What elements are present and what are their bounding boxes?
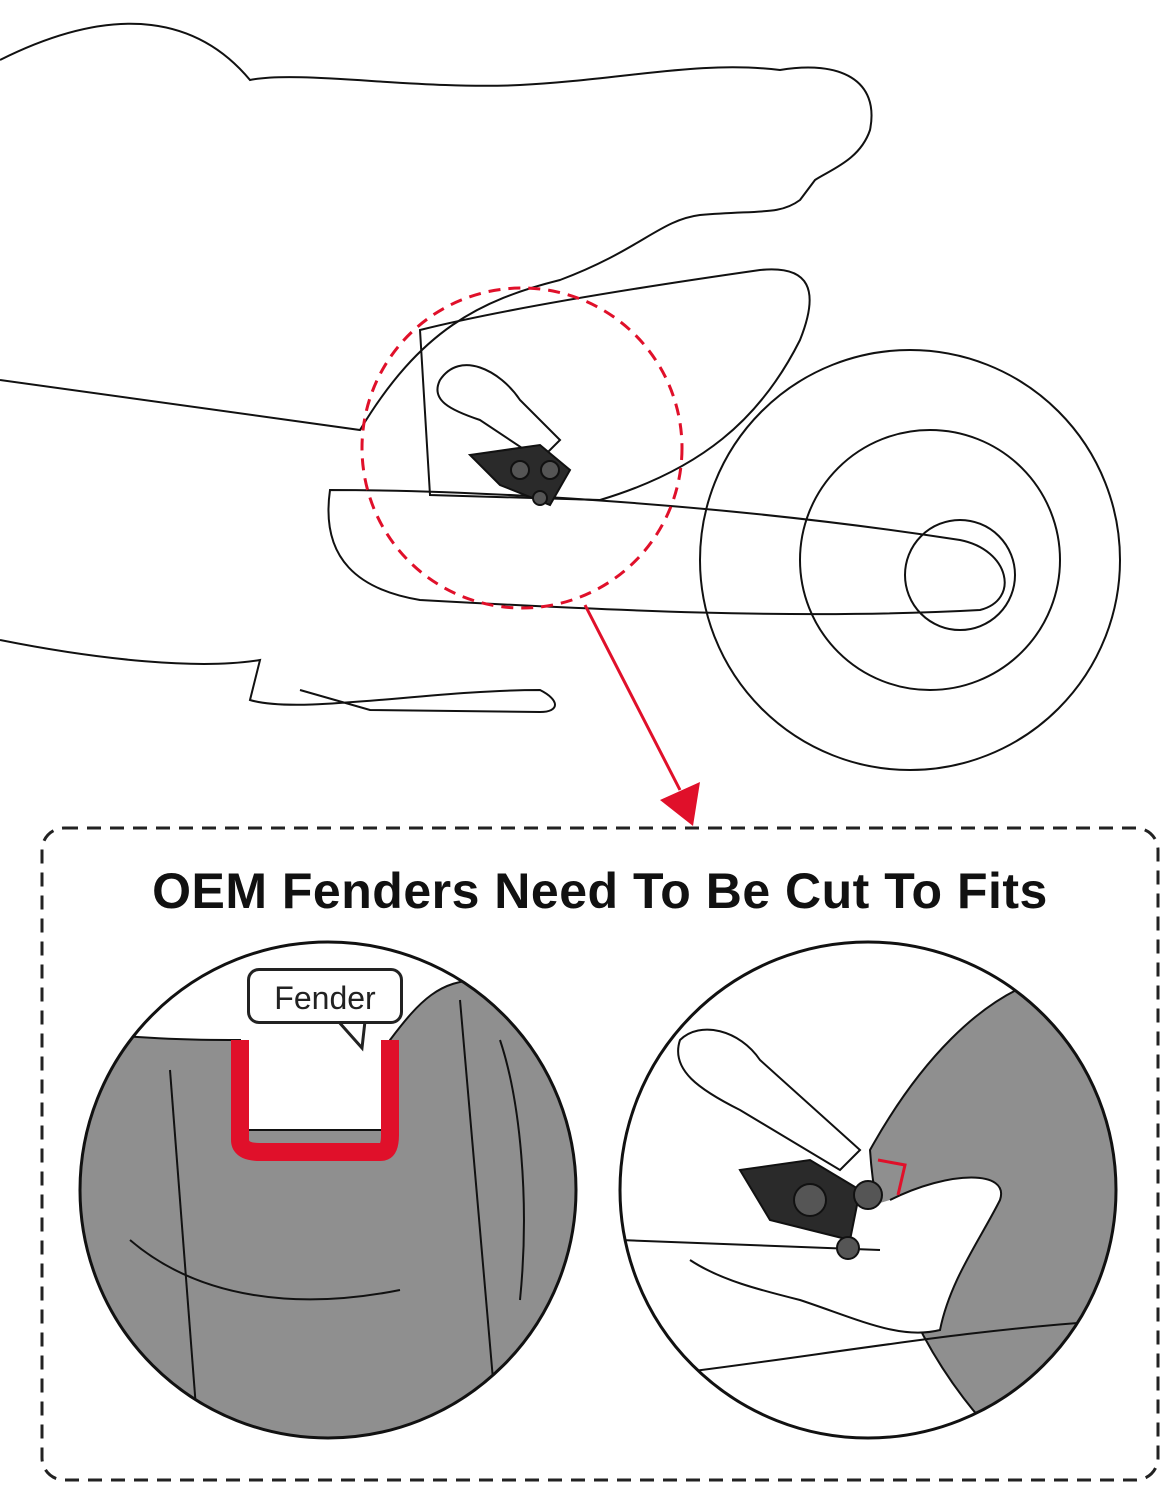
right-detail-circle — [618, 940, 1118, 1440]
bracket-detail-view — [620, 942, 1116, 1438]
mount-bracket-icon — [467, 443, 572, 507]
zoom-highlight-circle — [360, 286, 684, 610]
detail-panel-border — [40, 826, 1160, 1482]
seat-tail-outline — [0, 22, 873, 432]
zoom-arrow-head-icon — [660, 782, 700, 826]
swingarm-outline — [327, 488, 1006, 616]
rear-hub — [799, 429, 1061, 691]
left-detail-circle — [78, 940, 578, 1440]
fender-callout-label: Fender — [247, 968, 403, 1024]
fender-detail-view — [80, 942, 576, 1438]
rear-fender-outline — [418, 268, 811, 502]
rear-wheel — [699, 349, 1121, 771]
axle — [904, 519, 1016, 631]
frame-lower-outline — [0, 639, 556, 714]
detail-heading: OEM Fenders Need To Be Cut To Fits — [152, 863, 1048, 919]
shock-absorber — [436, 364, 562, 462]
zoom-arrow-line — [583, 604, 682, 791]
